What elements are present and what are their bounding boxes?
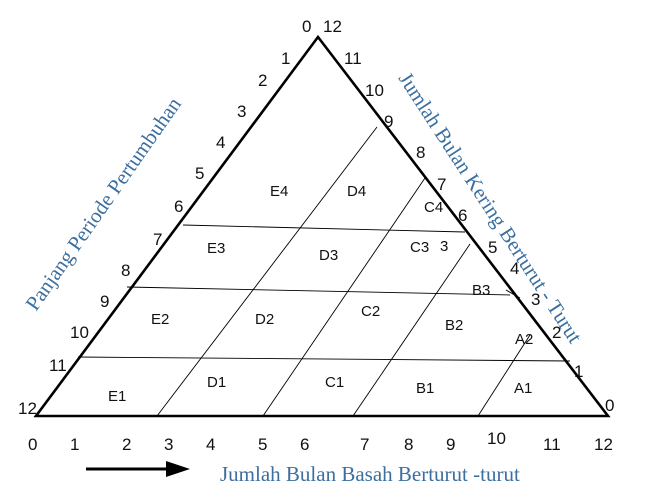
outer-triangle <box>33 34 611 418</box>
grid-line-diagonal <box>262 177 426 417</box>
zone-label: B1 <box>416 380 434 397</box>
zone-label: B2 <box>445 317 463 334</box>
zone-label: D1 <box>207 374 226 391</box>
zone-label: C4 <box>424 199 443 216</box>
left-tick: 1 <box>281 49 290 68</box>
bottom-tick: 1 <box>70 435 79 454</box>
right-tick: 1 <box>574 362 583 381</box>
bottom-tick: 3 <box>164 435 173 454</box>
left-tick: 7 <box>153 230 162 249</box>
grid-line-horizontal <box>182 224 466 233</box>
right-tick: 10 <box>365 81 384 100</box>
bottom-tick: 10 <box>487 429 506 448</box>
zone-label: C1 <box>325 374 344 391</box>
bottom-tick: 5 <box>258 435 267 454</box>
grid-line-diagonal <box>352 243 471 417</box>
right-tick: 4 <box>510 259 519 278</box>
apex-left-label: 0 <box>302 17 311 36</box>
left-tick: 9 <box>100 292 109 311</box>
arrow-right-icon <box>166 461 190 477</box>
grid-line-diagonal <box>477 334 531 417</box>
left-tick: 4 <box>216 133 225 152</box>
bottom-tick: 8 <box>404 435 413 454</box>
right-tick: 8 <box>416 143 425 162</box>
grid-line-diagonal <box>156 126 378 417</box>
bottom-tick: 11 <box>543 435 561 454</box>
right-tick: 5 <box>488 238 497 257</box>
right-tick: 2 <box>552 323 561 342</box>
apex-right-label: 12 <box>323 17 342 36</box>
left-tick: 11 <box>49 356 67 375</box>
bottom-tick: 0 <box>28 435 37 454</box>
left-tick: 8 <box>121 261 130 280</box>
zone-label: E4 <box>270 183 288 200</box>
bottom-tick: 6 <box>300 435 309 454</box>
zone-label: E1 <box>108 388 126 405</box>
right-tick: 7 <box>437 175 446 194</box>
zone-label: E2 <box>151 311 169 328</box>
zone-label: A1 <box>514 380 532 397</box>
left-tick: 5 <box>195 164 204 183</box>
bottom-tick: 12 <box>594 435 613 454</box>
left-axis-title: Panjang Periode Pertumbuhan <box>20 92 186 314</box>
left-tick: 12 <box>18 399 37 418</box>
right-tick: 0 <box>605 396 614 415</box>
bottom-axis-title: Jumlah Bulan Basah Berturut -turut <box>220 462 520 486</box>
grid-line-horizontal <box>126 286 511 296</box>
left-tick: 10 <box>70 323 89 342</box>
zone-label: C3 <box>410 239 429 256</box>
left-tick: 3 <box>237 102 246 121</box>
zone-label: D3 <box>319 247 338 264</box>
right-tick: 3 <box>531 290 540 309</box>
zone-label: D4 <box>347 183 366 200</box>
grid-line-horizontal <box>77 356 571 362</box>
bottom-tick: 4 <box>206 435 215 454</box>
zone-label: 3 <box>440 238 448 255</box>
zone-label: C2 <box>361 303 380 320</box>
right-tick: 9 <box>384 112 393 131</box>
bottom-tick: 2 <box>122 435 131 454</box>
zone-label: E3 <box>207 240 225 257</box>
left-tick: 6 <box>174 197 183 216</box>
right-axis-title: Jumlah Bulan Kering Berturut - Turut <box>394 68 587 348</box>
right-tick: 6 <box>458 206 467 225</box>
zone-label: D2 <box>255 311 274 328</box>
bottom-tick: 9 <box>446 435 455 454</box>
zone-label: A2 <box>515 331 533 348</box>
left-tick: 2 <box>258 71 267 90</box>
zone-label: B3 <box>472 282 490 299</box>
bottom-tick: 7 <box>360 435 369 454</box>
right-tick: 11 <box>344 49 362 68</box>
